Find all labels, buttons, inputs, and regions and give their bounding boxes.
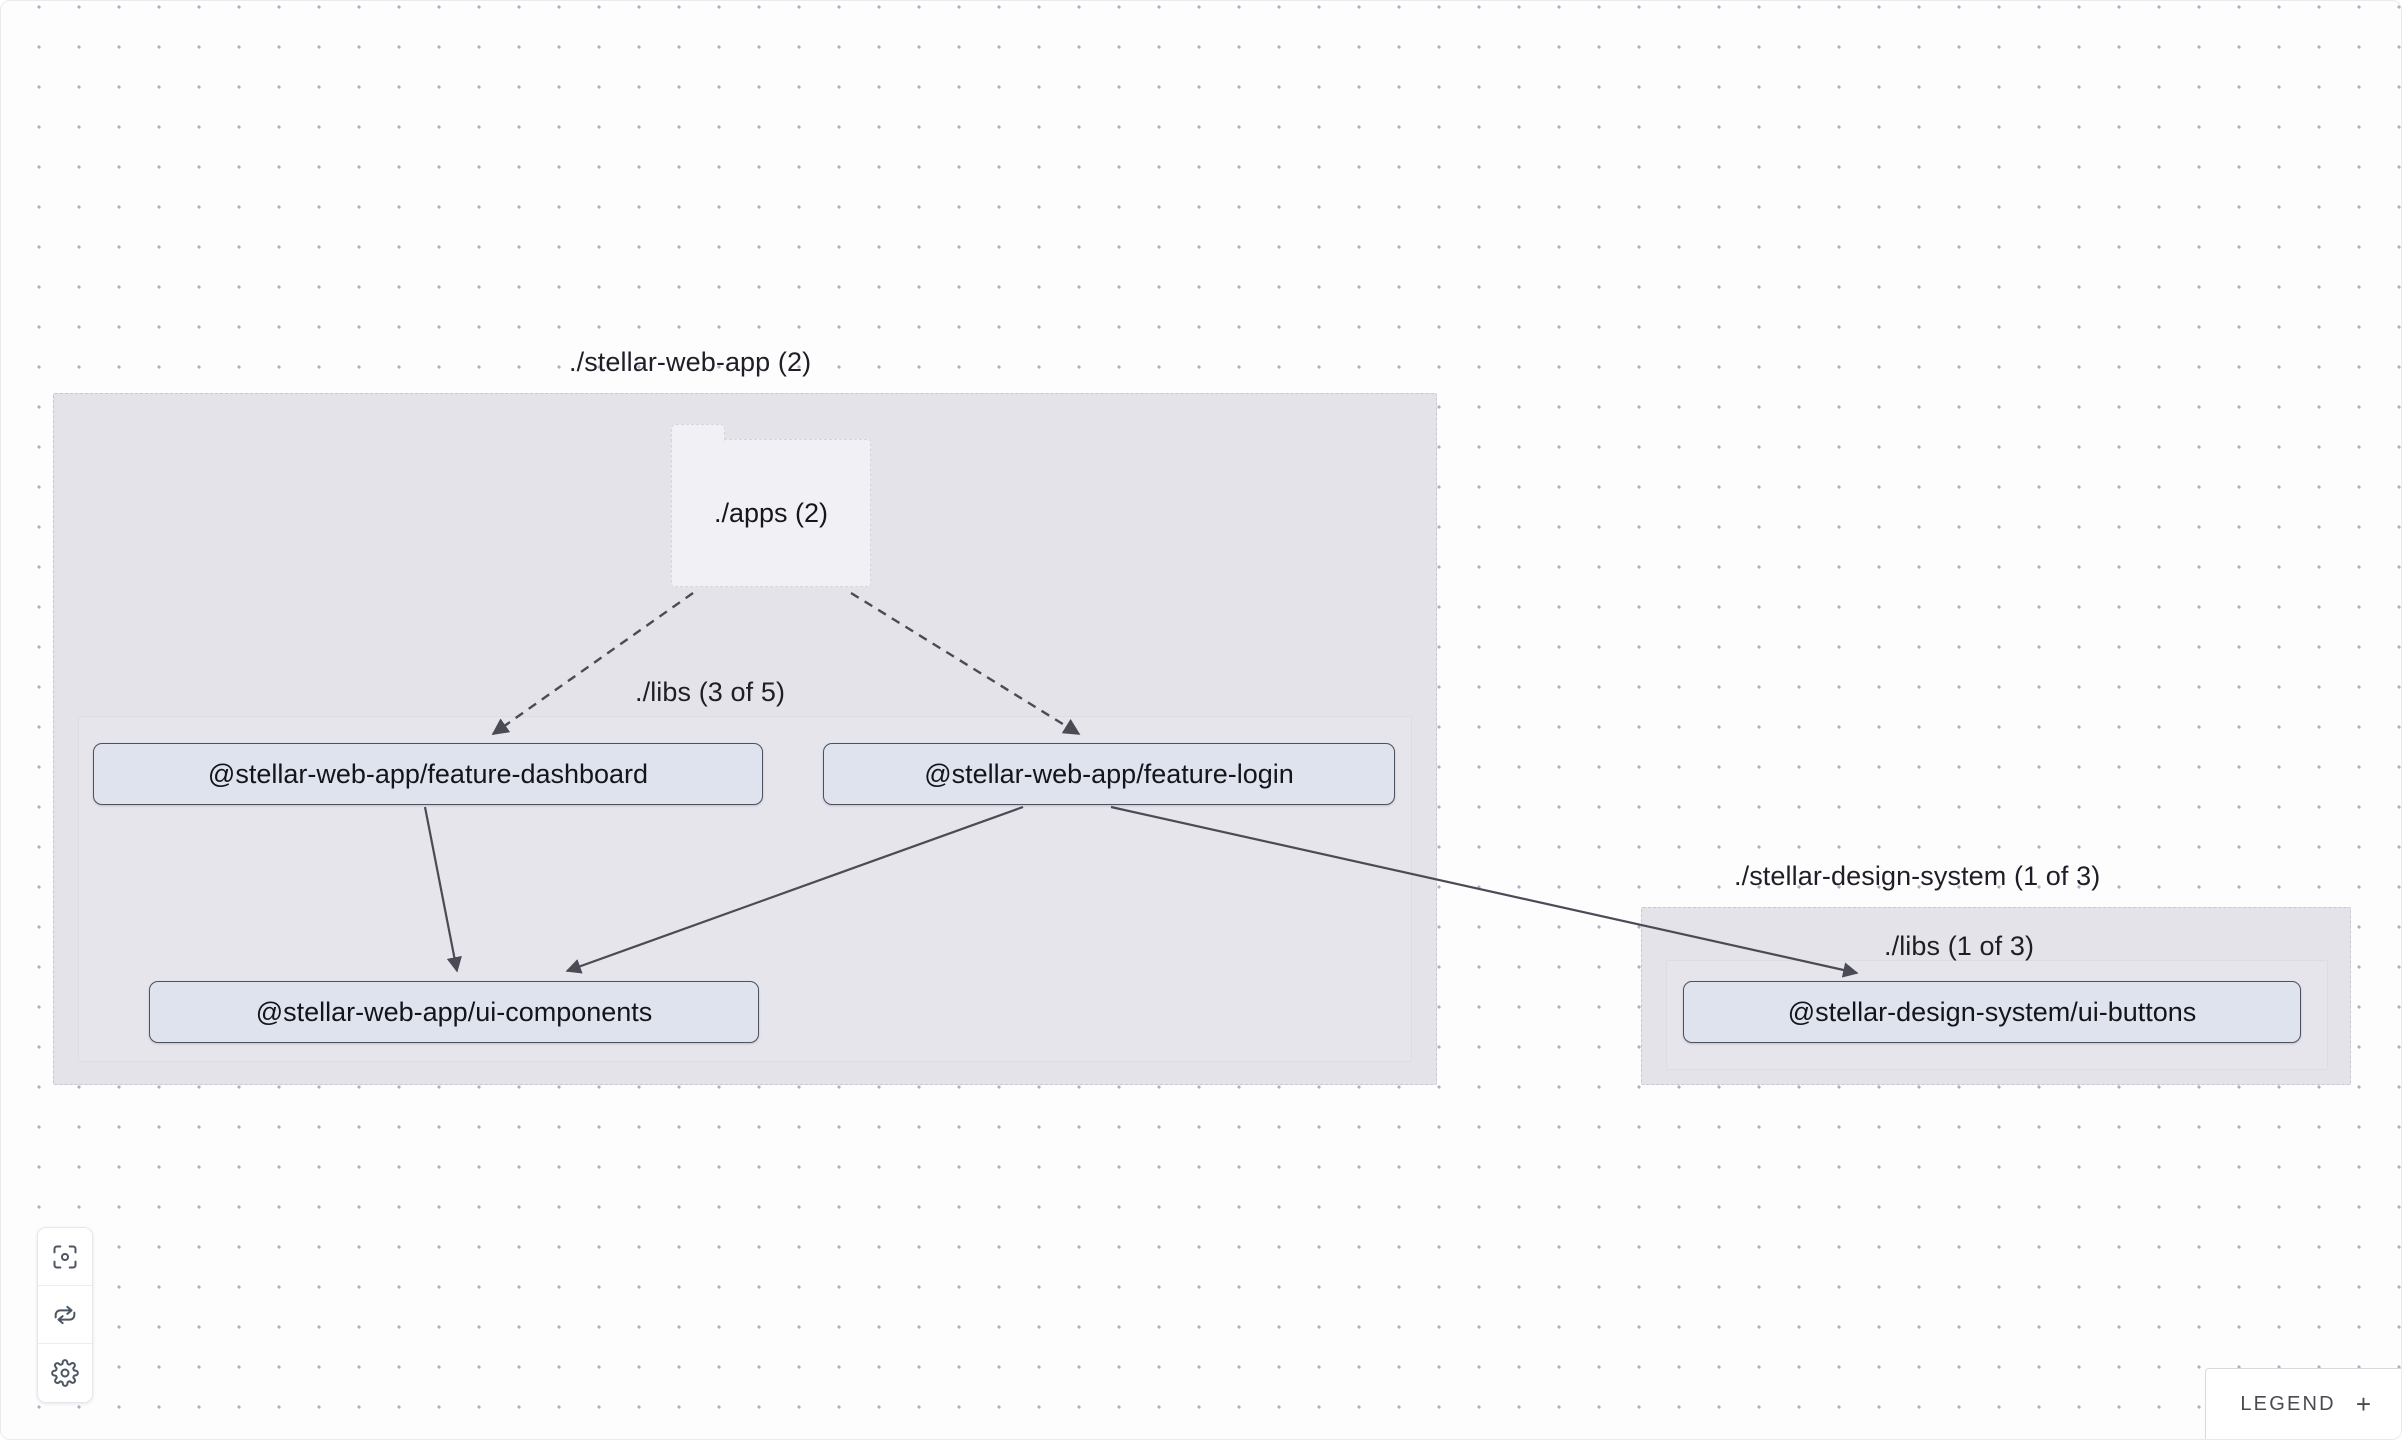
folder-tab-shape <box>670 424 725 445</box>
group-label-stellar-design-system: ./stellar-design-system (1 of 3) <box>1734 861 2101 891</box>
project-node-label: @stellar-web-app/feature-login <box>924 758 1294 789</box>
legend-expand-icon[interactable]: + <box>2355 1389 2371 1419</box>
folder-node-label: ./apps (2) <box>713 497 829 528</box>
refresh-button[interactable] <box>38 1286 92 1344</box>
focus-graph-icon <box>51 1243 79 1271</box>
project-node-label: @stellar-web-app/feature-dashboard <box>207 758 649 789</box>
gear-icon <box>51 1359 79 1387</box>
project-node-ui-buttons[interactable]: @stellar-design-system/ui-buttons <box>1683 981 2301 1043</box>
project-node-label: @stellar-design-system/ui-buttons <box>1787 996 2197 1027</box>
refresh-icon <box>51 1301 79 1329</box>
focus-graph-button[interactable] <box>38 1228 92 1286</box>
folder-node-apps[interactable]: ./apps (2) <box>670 424 871 587</box>
project-node-label: @stellar-web-app/ui-components <box>255 996 653 1027</box>
project-node-feature-login[interactable]: @stellar-web-app/feature-login <box>823 743 1395 805</box>
project-node-ui-components[interactable]: @stellar-web-app/ui-components <box>149 981 759 1043</box>
group-label-stellar-web-app: ./stellar-web-app (2) <box>569 347 812 377</box>
subgroup-label-web-app-libs: ./libs (3 of 5) <box>635 677 786 707</box>
legend-label: LEGEND <box>2240 1392 2336 1415</box>
project-node-feature-dashboard[interactable]: @stellar-web-app/feature-dashboard <box>93 743 763 805</box>
subgroup-label-design-system-libs: ./libs (1 of 3) <box>1884 931 2035 961</box>
legend-panel[interactable]: LEGEND + <box>2205 1368 2401 1439</box>
canvas-toolbar[interactable] <box>37 1227 93 1403</box>
settings-button[interactable] <box>38 1344 92 1402</box>
